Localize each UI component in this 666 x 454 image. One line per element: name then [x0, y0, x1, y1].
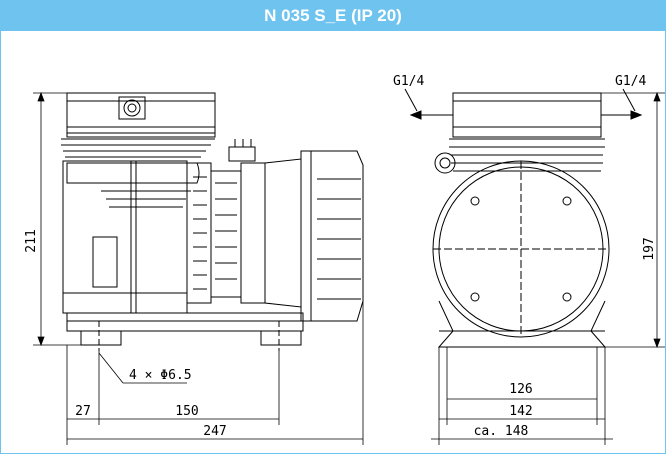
- pump-side-view: [61, 92, 364, 351]
- port-label-right: G1/4: [615, 74, 646, 89]
- total-length-dimension: 247: [203, 424, 226, 439]
- total-width-dimension: ca. 148: [474, 424, 529, 439]
- holes-dimension: 4 × Φ6.5: [129, 368, 192, 383]
- port-label-left: G1/4: [393, 74, 424, 89]
- page-title: N 035 S_E (IP 20): [1, 1, 665, 31]
- height-dimension-right: 197: [642, 237, 657, 260]
- pump-front-view: [404, 88, 643, 348]
- offset-dimension: 27: [75, 404, 91, 419]
- mid-width-dimension: 142: [509, 404, 532, 419]
- technical-drawing: 211 197 4 × Φ6.5 27 150 247 126 142 ca. …: [24, 74, 665, 445]
- height-dimension-left: 211: [24, 229, 39, 252]
- front-view-dimension-lines: [431, 91, 665, 445]
- side-view-dimension-lines: [33, 91, 364, 445]
- hole-spacing-dimension: 150: [175, 404, 198, 419]
- inner-width-dimension: 126: [509, 382, 532, 397]
